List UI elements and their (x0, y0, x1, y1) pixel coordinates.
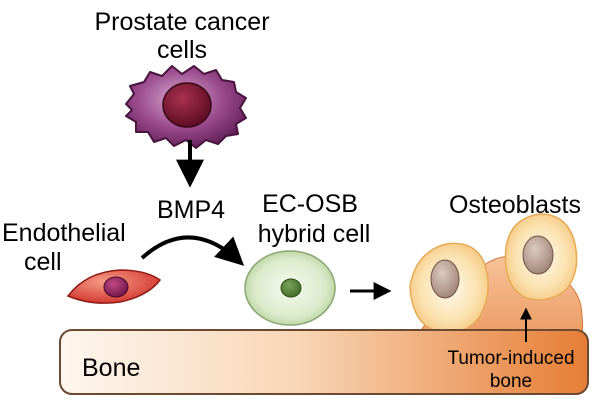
endothelial-nucleus (103, 276, 129, 298)
hybrid-label-line2: hybrid cell (258, 220, 371, 248)
hybrid-label-line1: EC-OSB (262, 190, 358, 218)
tumor-bone-label-line1: Tumor-induced (447, 348, 574, 369)
prostate-cancer-nucleus (162, 82, 212, 128)
prostate-cancer-label-line2: cells (157, 36, 207, 64)
bone-label: Bone (82, 354, 140, 382)
bone (59, 329, 589, 395)
hybrid-nucleus (280, 278, 302, 298)
curved-arrow (140, 235, 245, 266)
bmp4-label: BMP4 (157, 196, 225, 224)
osteoblasts-label: Osteoblasts (449, 191, 581, 219)
endothelial-label-line1: Endothelial (2, 219, 126, 247)
endothelial-label-line2: cell (24, 248, 62, 276)
osteoblast-right-nucleus (522, 235, 554, 275)
osteoblast-left-nucleus (430, 259, 460, 299)
tumor-bone-label-line2: bone (490, 371, 532, 392)
prostate-cancer-label-line1: Prostate cancer (94, 8, 269, 36)
